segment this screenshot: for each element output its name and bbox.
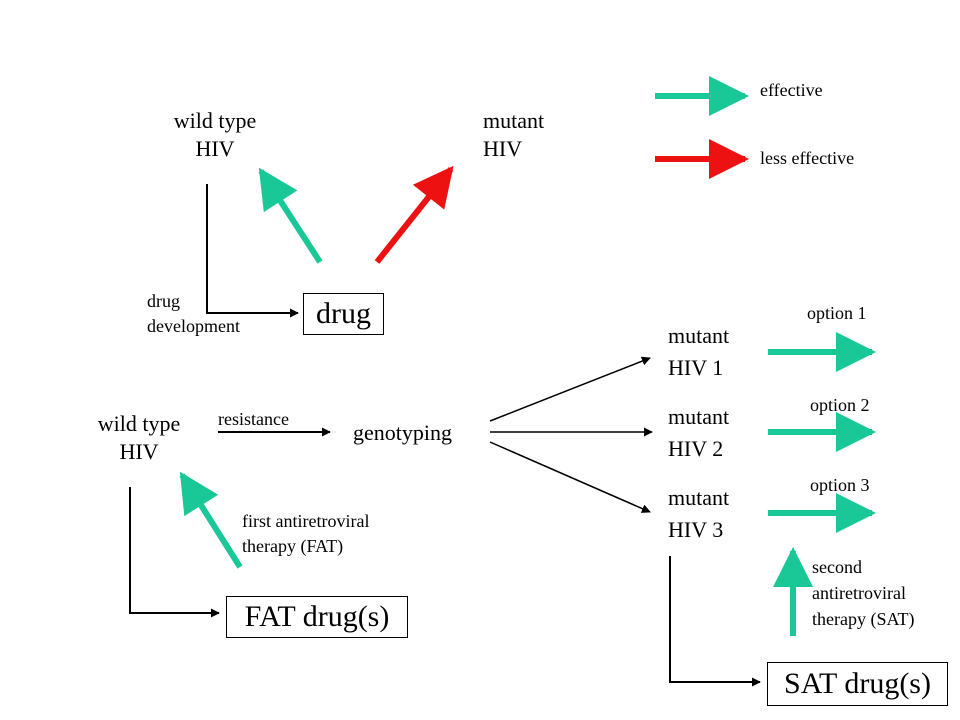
fat-drugs-box: FAT drug(s) — [226, 596, 408, 638]
top-mutant-line1: mutant — [483, 108, 545, 133]
mutant-hiv-2-line2: HIV 2 — [668, 435, 724, 461]
top-wild-type-line1: wild type — [173, 108, 257, 133]
mutant-hiv-3-line2: HIV 3 — [668, 516, 724, 542]
top-wild-type-label: wild type HIV — [150, 107, 280, 162]
bottom-wild-type-line2: HIV — [119, 438, 159, 464]
bottom-wild-type-label: wild type HIV — [74, 410, 204, 465]
sat-line1: second — [812, 557, 862, 577]
genotyping-label: genotyping — [353, 420, 452, 445]
drug-development-line1: drug — [147, 291, 180, 311]
mutant-hiv-1-label: mutant HIV 1 — [668, 320, 729, 384]
drug-development-connector — [206, 184, 299, 318]
top-mutant-line2: HIV — [483, 135, 523, 161]
sat-label: second antiretroviral therapy (SAT) — [812, 554, 914, 632]
drug-development-line2: development — [147, 316, 240, 337]
fat-connector — [129, 487, 220, 618]
genotyping-to-mutant1-arrow — [489, 356, 651, 422]
mutant-hiv-3-label: mutant HIV 3 — [668, 482, 729, 546]
mutant-hiv-2-line1: mutant — [668, 404, 730, 429]
option-2-label: option 2 — [810, 395, 870, 415]
drug-to-wild-type-arrow — [258, 167, 323, 264]
top-mutant-label: mutant HIV — [483, 107, 544, 162]
genotyping-to-mutant3-arrow — [489, 441, 651, 513]
legend-effective-label: effective — [760, 80, 823, 100]
legend-less-effective-label: less effective — [760, 148, 855, 168]
drug-development-label: drug development — [147, 289, 240, 339]
mutant-hiv-3-line1: mutant — [668, 485, 730, 510]
drug-to-mutant-arrow — [374, 165, 454, 264]
mutant-hiv-2-label: mutant HIV 2 — [668, 401, 729, 465]
sat-line3: therapy (SAT) — [812, 609, 915, 630]
sat-line2: antiretroviral — [812, 583, 906, 604]
fat-label: first antiretroviral therapy (FAT) — [242, 509, 369, 559]
fat-line2: therapy (FAT) — [242, 536, 344, 557]
resistance-label: resistance — [218, 409, 289, 429]
drug-box: drug — [303, 293, 384, 335]
mutant-hiv-1-line1: mutant — [668, 323, 730, 348]
bottom-wild-type-line1: wild type — [97, 411, 181, 436]
mutant-hiv-1-line2: HIV 1 — [668, 354, 724, 380]
option-1-label: option 1 — [807, 303, 867, 323]
top-wild-type-line2: HIV — [195, 135, 235, 161]
fat-to-wild-type-arrow — [179, 471, 243, 569]
sat-connector — [669, 556, 761, 687]
sat-drugs-box: SAT drug(s) — [767, 662, 948, 706]
fat-line1: first antiretroviral — [242, 511, 370, 531]
option-3-label: option 3 — [810, 475, 870, 495]
